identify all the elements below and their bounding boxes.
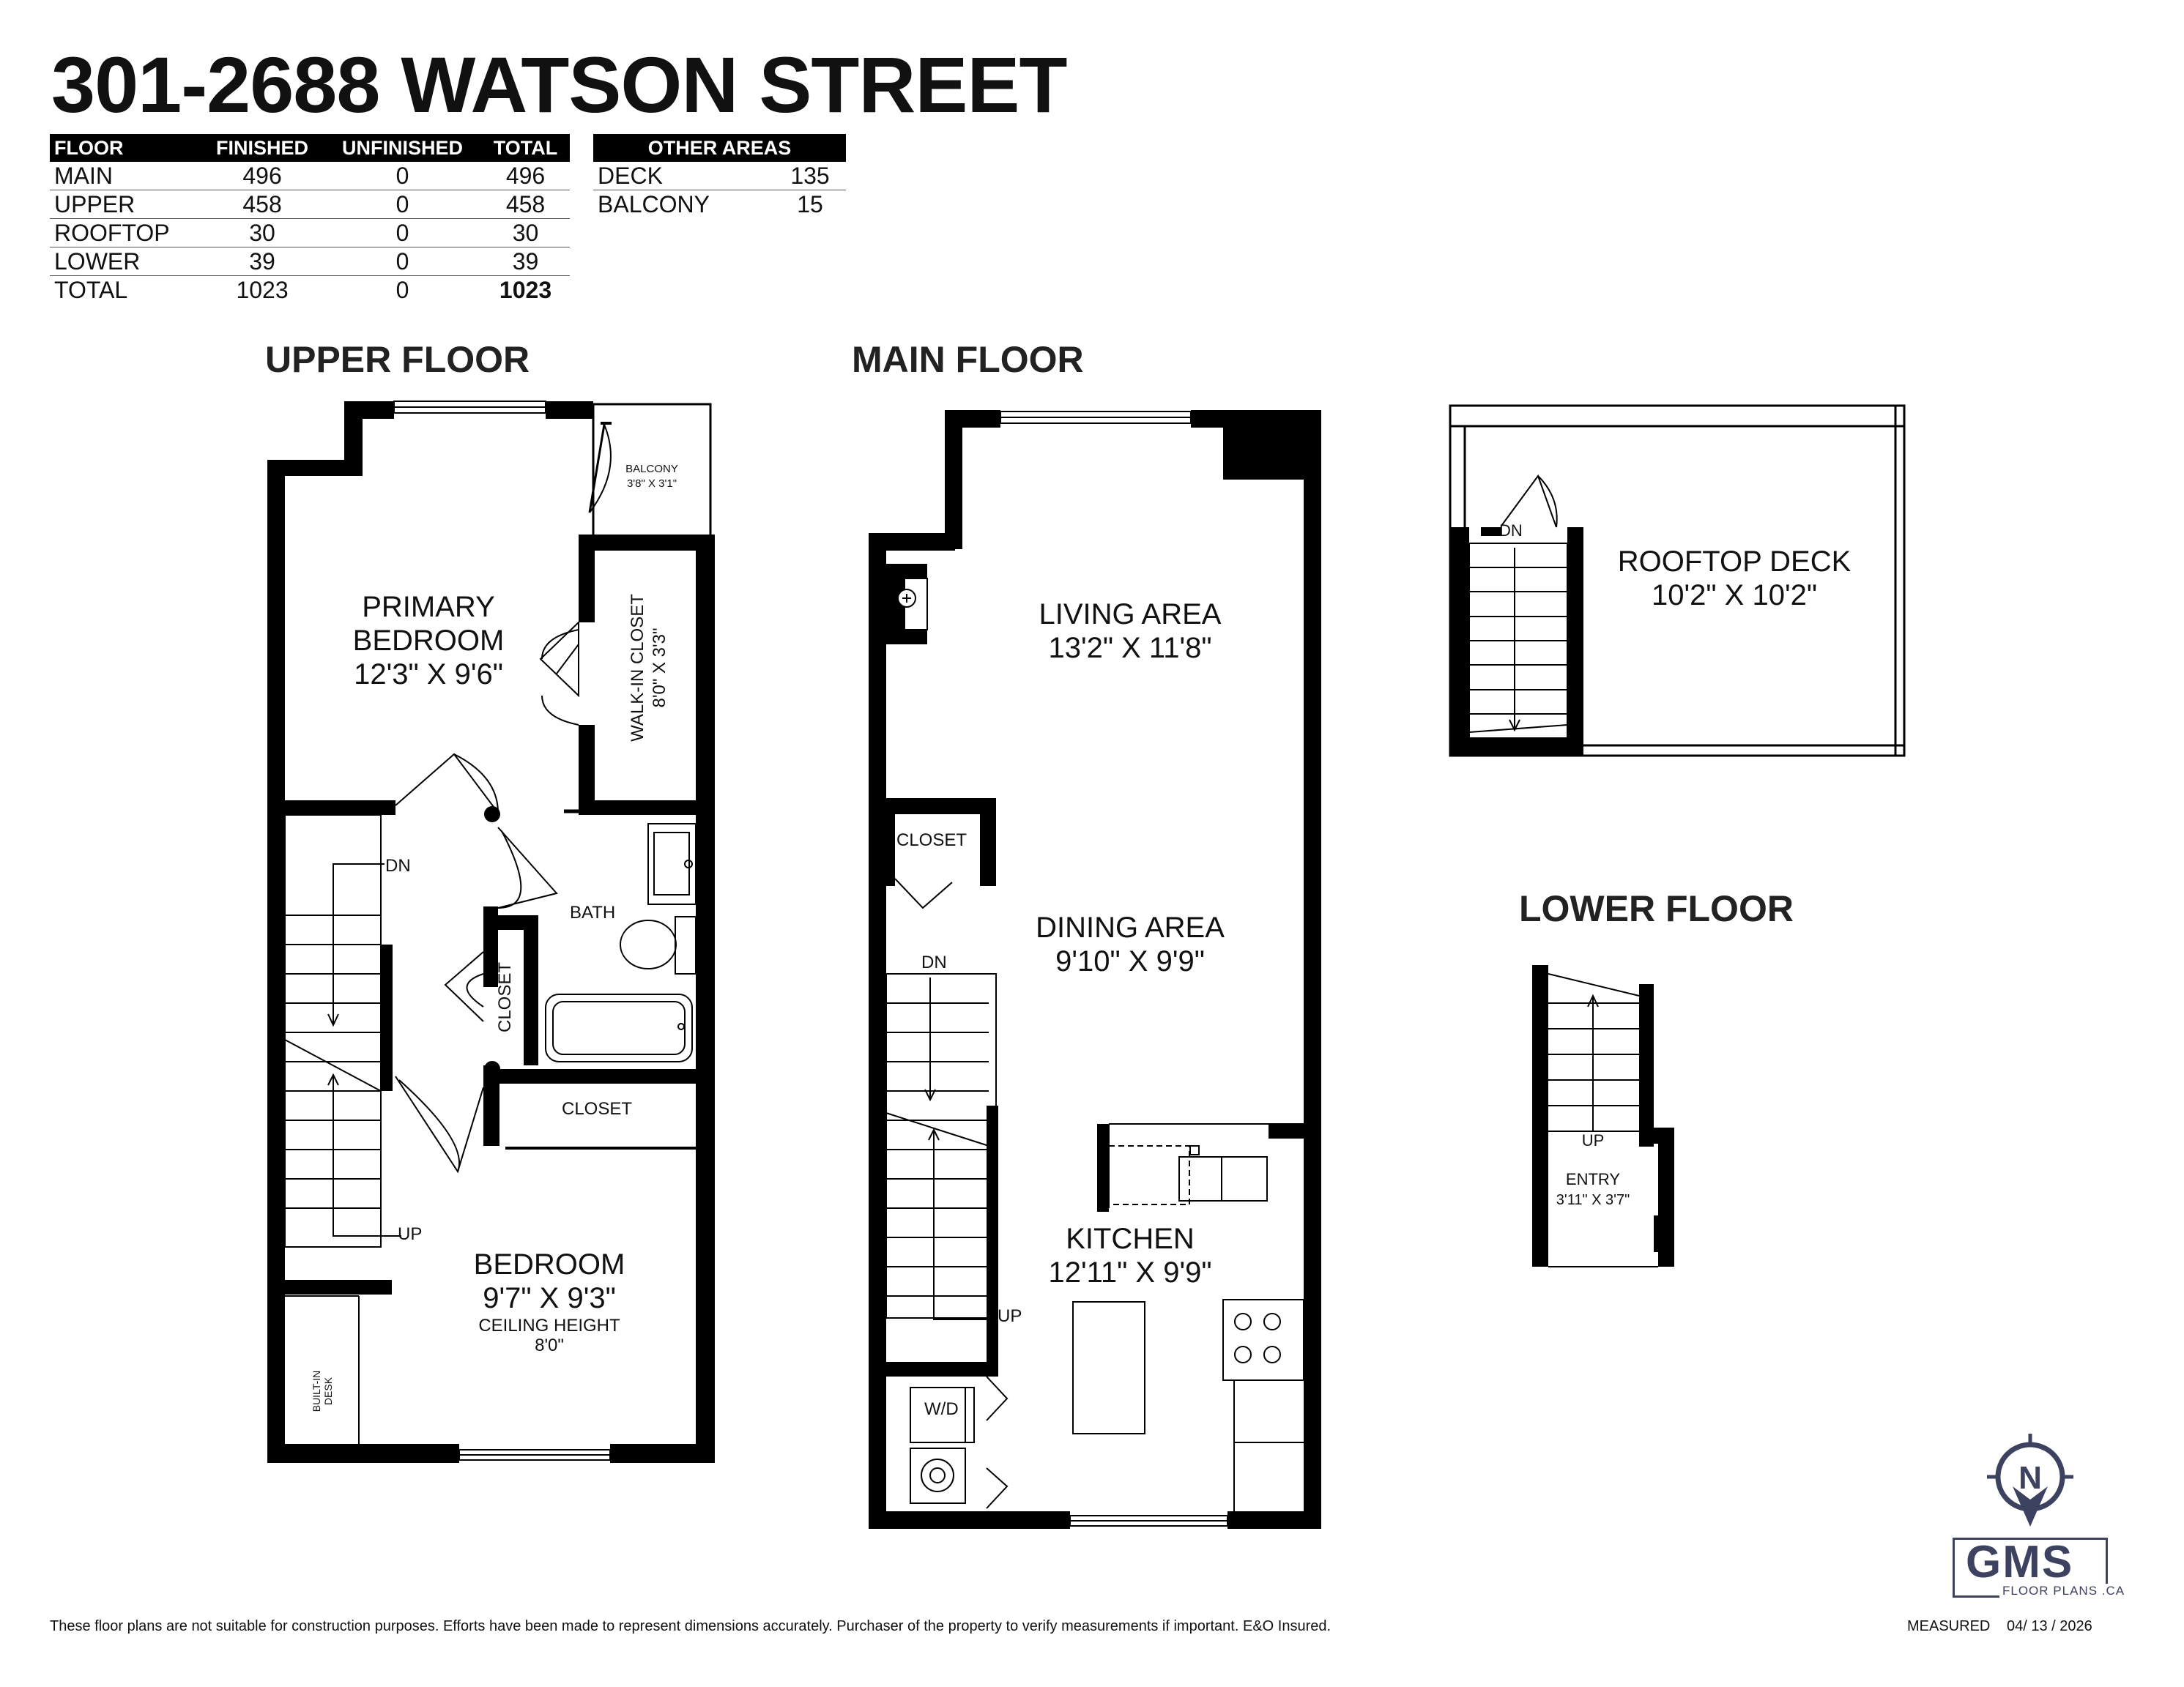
column-header: UNFINISHED bbox=[323, 134, 482, 162]
built-in-desk-label: BUILT-IN bbox=[311, 1371, 322, 1412]
table-cell: TOTAL bbox=[54, 276, 128, 303]
column-header: FINISHED bbox=[201, 134, 324, 162]
table-cell: 39 bbox=[481, 247, 570, 276]
closet-label: CLOSET bbox=[562, 1099, 632, 1119]
stairs-up-label: UP bbox=[1582, 1131, 1605, 1150]
measured-date: 04/ 13 / 2026 bbox=[2007, 1618, 2092, 1634]
stairs-up-label: UP bbox=[398, 1224, 422, 1244]
living-area-label: LIVING AREA bbox=[1039, 598, 1222, 630]
balcony-label: BALCONY bbox=[625, 463, 678, 475]
table-cell: 0 bbox=[323, 162, 482, 190]
main-details bbox=[885, 411, 1304, 1527]
stairs-down-label: DN bbox=[921, 953, 947, 972]
table-cell: 135 bbox=[774, 162, 846, 190]
stairs-up-label: UP bbox=[998, 1306, 1022, 1326]
entry-dimensions: 3'11" X 3'7" bbox=[1556, 1192, 1630, 1208]
column-header: TOTAL bbox=[481, 134, 570, 162]
measured-label: MEASURED bbox=[1907, 1618, 1991, 1634]
upper-walls bbox=[267, 401, 715, 1463]
table-cell: 0 bbox=[323, 247, 482, 276]
table-cell: MAIN bbox=[50, 162, 201, 190]
table-cell: 1023 bbox=[499, 276, 552, 303]
table-cell: 458 bbox=[201, 190, 324, 219]
table-cell: 15 bbox=[797, 190, 823, 217]
main-walls bbox=[869, 410, 1321, 1529]
table-row: ROOFTOP 30 0 30 bbox=[50, 218, 570, 247]
primary-bedroom-label: BEDROOM bbox=[353, 625, 505, 657]
table-row: BALCONY 15 bbox=[593, 190, 846, 219]
balcony-dimensions: 3'8" X 3'1" bbox=[627, 477, 677, 490]
rooftop-plan bbox=[1449, 404, 1906, 757]
living-area-dimensions: 13'2" X 11'8" bbox=[1048, 632, 1211, 664]
other-areas-table: OTHER AREAS DECK 135 BALCONY 15 bbox=[593, 134, 846, 218]
table-row: UPPER 458 0 458 bbox=[50, 190, 570, 219]
table-cell: 458 bbox=[481, 190, 570, 219]
washer-dryer-label: W/D bbox=[924, 1399, 959, 1419]
page-title: 301-2688 WATSON STREET bbox=[51, 40, 1067, 129]
table-header-row: FLOOR FINISHED UNFINISHED TOTAL bbox=[50, 134, 570, 162]
floor-area-table: FLOOR FINISHED UNFINISHED TOTAL MAIN 496… bbox=[50, 134, 570, 304]
main-floor-heading: MAIN FLOOR bbox=[852, 339, 1084, 380]
table-cell: 1023 bbox=[236, 276, 289, 303]
dining-area-label: DINING AREA bbox=[1036, 912, 1225, 944]
table-cell: BALCONY bbox=[598, 190, 710, 217]
lower-floor-heading: LOWER FLOOR bbox=[1519, 888, 1794, 929]
brand-logo-subtitle: FLOOR PLANS .CA bbox=[1999, 1584, 2128, 1598]
lower-floor-plan bbox=[1532, 965, 1674, 1267]
primary-bedroom-label: PRIMARY bbox=[362, 591, 495, 623]
table-row: DECK 135 bbox=[593, 162, 846, 190]
upper-floor-heading: UPPER FLOOR bbox=[265, 339, 530, 380]
closet-label: CLOSET bbox=[896, 830, 967, 850]
rooftop-deck-dimensions: 10'2" X 10'2" bbox=[1652, 579, 1817, 611]
kitchen-dimensions: 12'11" X 9'9" bbox=[1048, 1256, 1211, 1289]
compass-north-label: N bbox=[2018, 1460, 2042, 1496]
upper-floor-plan bbox=[267, 401, 715, 1463]
table-cell: 39 bbox=[201, 247, 324, 276]
table-cell: DECK bbox=[593, 162, 775, 190]
table-cell: ROOFTOP bbox=[50, 218, 201, 247]
table-cell: UPPER bbox=[50, 190, 201, 219]
primary-bedroom-dimensions: 12'3" X 9'6" bbox=[354, 658, 503, 690]
table-cell: 30 bbox=[201, 218, 324, 247]
table-row: TOTAL 1023 0 1023 bbox=[50, 276, 570, 305]
table-cell: 30 bbox=[481, 218, 570, 247]
table-cell: 0 bbox=[323, 218, 482, 247]
table-cell: 0 bbox=[323, 190, 482, 219]
rooftop-stairs bbox=[1468, 474, 1568, 739]
brand-logo: GMS bbox=[1966, 1537, 2074, 1587]
rooftop-deck-label: ROOFTOP DECK bbox=[1618, 545, 1851, 578]
entry-label: ENTRY bbox=[1566, 1170, 1620, 1188]
disclaimer-text: These floor plans are not suitable for c… bbox=[50, 1618, 1331, 1634]
stairs-down-label: DN bbox=[1499, 521, 1523, 540]
table-cell: 496 bbox=[201, 162, 324, 190]
column-header: FLOOR bbox=[50, 134, 201, 162]
plan-labels: PRIMARY BEDROOM 12'3" X 9'6" BALCONY 3'8… bbox=[311, 463, 2042, 1496]
column-header: OTHER AREAS bbox=[593, 134, 846, 162]
main-stairs bbox=[885, 973, 997, 1320]
bath-label: BATH bbox=[570, 903, 615, 923]
table-row: MAIN 496 0 496 bbox=[50, 162, 570, 190]
built-in-desk-label: DESK bbox=[322, 1377, 334, 1405]
walk-in-closet-label: WALK-IN CLOSET bbox=[628, 594, 647, 742]
compass-icon bbox=[1987, 1434, 2073, 1527]
upper-stairs bbox=[284, 814, 401, 1248]
lower-stairs bbox=[1548, 973, 1658, 1267]
main-floor-plan bbox=[869, 410, 1321, 1529]
ceiling-height-value: 8'0" bbox=[535, 1336, 564, 1355]
table-cell: 0 bbox=[395, 276, 409, 303]
table-header-row: OTHER AREAS bbox=[593, 134, 846, 162]
bedroom-label: BEDROOM bbox=[474, 1248, 625, 1281]
stairs-down-label: DN bbox=[385, 856, 411, 876]
dining-area-dimensions: 9'10" X 9'9" bbox=[1055, 945, 1205, 977]
table-row: LOWER 39 0 39 bbox=[50, 247, 570, 276]
upper-details bbox=[284, 401, 712, 1461]
walk-in-closet-dimensions: 8'0" X 3'3" bbox=[650, 628, 669, 708]
bedroom-dimensions: 9'7" X 9'3" bbox=[483, 1282, 616, 1314]
table-cell: LOWER bbox=[50, 247, 201, 276]
kitchen-label: KITCHEN bbox=[1066, 1223, 1195, 1255]
closet-label: CLOSET bbox=[495, 962, 515, 1032]
ceiling-height-label: CEILING HEIGHT bbox=[478, 1316, 620, 1336]
table-cell: 496 bbox=[481, 162, 570, 190]
